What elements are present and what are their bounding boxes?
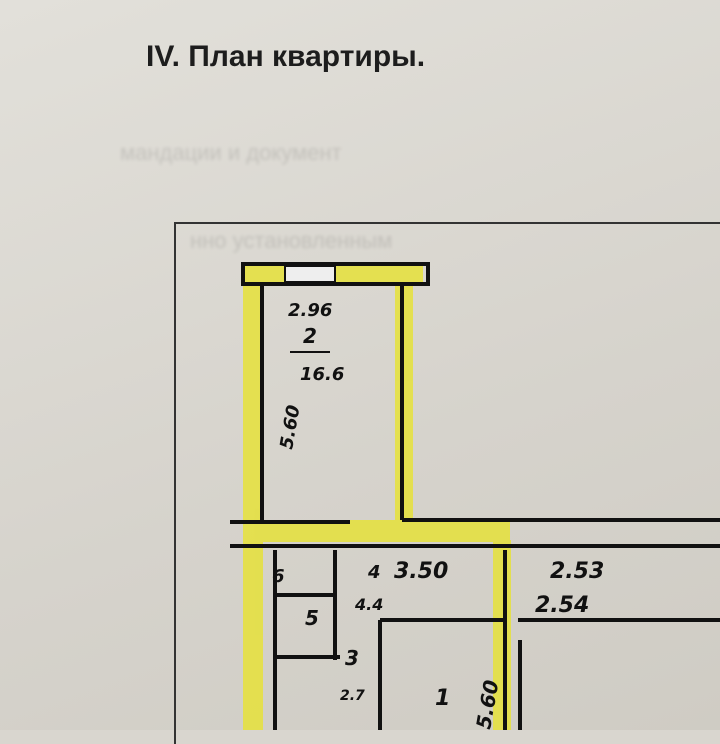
corridor-number: 4 — [367, 562, 381, 583]
walls — [230, 262, 720, 730]
bath-number: 6 — [272, 566, 285, 587]
corridor-length: 3.50 — [394, 559, 448, 584]
bleed-through-text: нно установленным — [190, 228, 393, 253]
room2-area: 16.6 — [300, 364, 344, 385]
wc-number: 5 — [305, 606, 319, 630]
window — [284, 265, 336, 283]
plan-frame — [174, 222, 720, 744]
room2-number: 2 — [303, 324, 317, 348]
kitchen-number: 3 — [345, 646, 359, 670]
page-title: IV. План квартиры. — [146, 40, 426, 73]
wall-highlight — [243, 264, 511, 730]
dimension-label: 2.53 — [550, 559, 604, 584]
kitchen-area: 2.7 — [340, 688, 365, 704]
corridor-area: 4.4 — [354, 595, 383, 614]
bleed-through-text: мандации и документ — [120, 140, 342, 165]
dimension-label: 2.54 — [535, 593, 589, 618]
room1-number: 1 — [435, 686, 450, 711]
room2-width: 2.96 — [288, 300, 332, 321]
room2-length: 5.60 — [276, 403, 304, 450]
